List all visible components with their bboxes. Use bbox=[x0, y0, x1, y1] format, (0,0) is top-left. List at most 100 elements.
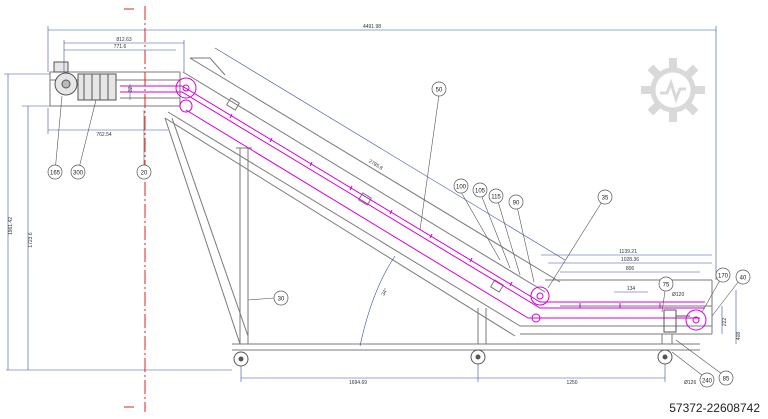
leader-105 bbox=[479, 191, 511, 269]
callout-label: 165 bbox=[50, 171, 61, 177]
callout-40 bbox=[735, 269, 751, 285]
callout-50 bbox=[431, 81, 447, 97]
callout-label: 35 bbox=[602, 196, 609, 202]
belt-top-run-inner bbox=[120, 91, 705, 309]
label-pitch: 134 bbox=[627, 286, 636, 292]
head-cap-slope bbox=[209, 57, 226, 76]
callout-label: 30 bbox=[278, 297, 285, 303]
callout-label: 50 bbox=[436, 88, 443, 94]
reference-id: 57372-22608742 bbox=[667, 401, 762, 415]
leader-300 bbox=[77, 99, 97, 173]
castor-wheels bbox=[233, 349, 673, 367]
callout-170 bbox=[715, 267, 731, 283]
belt-top-run bbox=[120, 85, 705, 303]
leader-240 bbox=[671, 351, 708, 380]
leader-165 bbox=[54, 95, 63, 173]
angle-arc bbox=[359, 255, 396, 347]
cleat bbox=[269, 137, 273, 143]
callout-label: 40 bbox=[740, 276, 747, 282]
leader-50 bbox=[419, 94, 440, 231]
label-height-overall: 1961.42 bbox=[8, 217, 14, 235]
leader-40 bbox=[711, 276, 743, 317]
tail-pulley bbox=[685, 309, 707, 331]
incline-rail-lower bbox=[167, 111, 521, 327]
incline-rail-upper bbox=[189, 57, 561, 283]
callout-300 bbox=[70, 164, 86, 180]
wheel-rear-hub bbox=[662, 354, 668, 360]
conveyor-belt bbox=[120, 77, 707, 331]
head-pulley-hub bbox=[182, 84, 190, 92]
label-lower-2: 1028.36 bbox=[621, 257, 639, 263]
conveyor-frame bbox=[49, 57, 713, 351]
leader-35 bbox=[547, 196, 606, 289]
label-drum: Ø120 bbox=[672, 292, 684, 298]
snub-pulley bbox=[179, 99, 193, 113]
dimension-labels: 4491.98 812.63 771.6 32 762.54 1961.42 1… bbox=[8, 24, 742, 386]
callout-label: 90 bbox=[513, 201, 520, 207]
label-top-inner: 771.6 bbox=[114, 44, 127, 50]
cleat bbox=[309, 161, 313, 167]
label-wheel: Ø126 bbox=[684, 380, 696, 386]
label-lower-1: 1139.21 bbox=[619, 249, 637, 255]
bend-pulley bbox=[530, 286, 550, 306]
label-lower-3: 806 bbox=[626, 266, 635, 272]
callout-label: 100 bbox=[456, 185, 467, 191]
callout-100 bbox=[453, 178, 469, 194]
callout-35 bbox=[597, 189, 613, 205]
label-overall-length: 4491.98 bbox=[363, 24, 381, 30]
cleat bbox=[429, 233, 433, 239]
label-motor-offset: 762.54 bbox=[96, 132, 112, 138]
callout-label: 170 bbox=[718, 274, 729, 280]
label-height-secondary: 1723.6 bbox=[28, 232, 34, 248]
callout-165 bbox=[47, 164, 63, 180]
callout-105 bbox=[472, 182, 488, 198]
label-head-small: 32 bbox=[128, 86, 134, 92]
callout-label: 105 bbox=[475, 189, 486, 195]
gearbox-top bbox=[53, 61, 69, 73]
callouts bbox=[54, 94, 743, 380]
callout-label: 75 bbox=[663, 283, 670, 289]
label-tail-height: 222 bbox=[722, 318, 728, 327]
callout-label: 20 bbox=[141, 171, 148, 177]
label-base-length: 1694.69 bbox=[349, 380, 367, 386]
return-idler bbox=[531, 313, 541, 323]
cleat bbox=[509, 281, 513, 287]
cleat bbox=[469, 257, 473, 263]
bend-pulley-hub bbox=[536, 292, 544, 300]
leader-100 bbox=[460, 191, 501, 261]
wheel-mid-hub bbox=[475, 354, 481, 360]
gear-watermark-icon bbox=[641, 58, 705, 122]
callout-240 bbox=[699, 372, 715, 388]
leader-115 bbox=[495, 194, 521, 276]
callout-label: 300 bbox=[73, 171, 84, 177]
head-pulley bbox=[175, 77, 197, 99]
label-tail-overall: 408 bbox=[736, 332, 742, 341]
belt-return-run bbox=[185, 109, 700, 319]
dim-incline-length bbox=[214, 47, 566, 261]
callout-75 bbox=[658, 276, 674, 292]
callout-label: 115 bbox=[491, 195, 501, 201]
leader-30 bbox=[247, 297, 275, 301]
incline-rail-lower-inner bbox=[164, 117, 516, 337]
leader-90 bbox=[515, 201, 535, 283]
callout-label: 240 bbox=[702, 379, 713, 385]
diagonal-brace-a bbox=[164, 117, 241, 345]
callout-85 bbox=[718, 370, 734, 386]
incline-rail-upper-inner bbox=[182, 71, 546, 293]
callout-20 bbox=[136, 164, 152, 180]
cleat bbox=[349, 185, 353, 191]
side-plate-1 bbox=[225, 97, 241, 111]
callout-115 bbox=[488, 188, 504, 204]
label-top-span: 812.63 bbox=[116, 37, 132, 43]
side-plate-2 bbox=[357, 192, 373, 206]
centerline bbox=[124, 6, 146, 412]
cleat bbox=[389, 209, 393, 215]
label-incline-angle: 34° bbox=[381, 287, 390, 297]
leader-85 bbox=[675, 339, 727, 378]
wheel-front-hub bbox=[238, 356, 244, 362]
callout-numbers: 165 300 20 50 30 100 105 115 90 35 75 17… bbox=[50, 88, 747, 385]
diagonal-brace-b bbox=[171, 117, 249, 337]
drive-motor bbox=[53, 61, 117, 101]
